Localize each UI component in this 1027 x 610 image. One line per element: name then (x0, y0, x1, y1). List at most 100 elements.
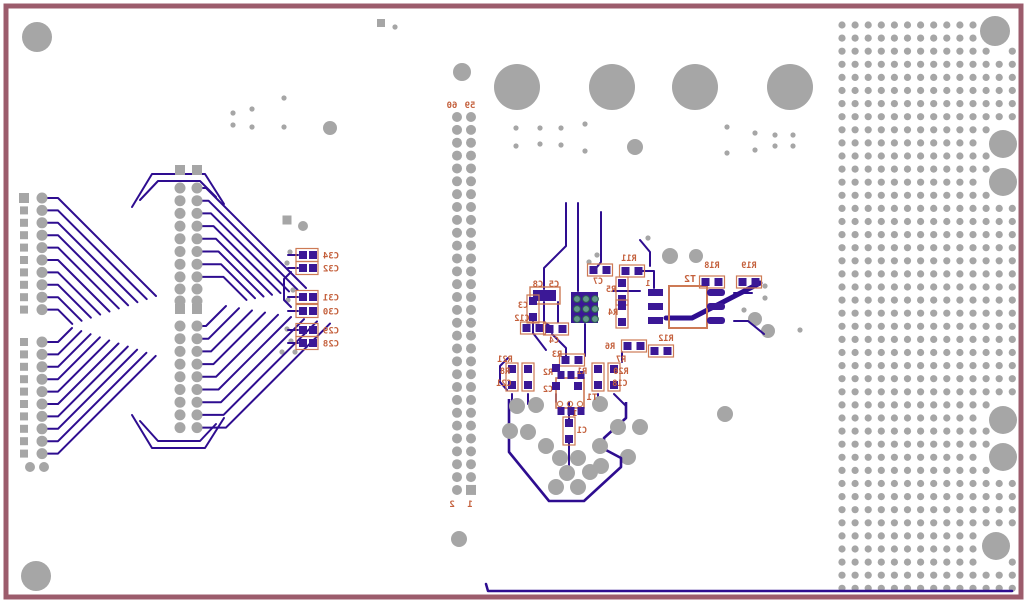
connector-pad (191, 422, 203, 434)
cap-label: C29 (323, 327, 339, 337)
ref-designator-r20: R20 (613, 367, 628, 377)
via (930, 309, 938, 317)
ref-designator-r3: R3 (552, 350, 562, 360)
via (943, 126, 951, 134)
via (930, 388, 938, 396)
via (838, 322, 846, 330)
smd-pad (522, 324, 531, 332)
via (851, 231, 859, 239)
via (903, 519, 912, 527)
connector-pad (175, 304, 185, 314)
via (917, 335, 925, 343)
via (877, 440, 885, 448)
c5-label: C5 (549, 280, 560, 290)
via (838, 73, 846, 81)
via (877, 401, 885, 409)
smd-pad (636, 342, 645, 350)
connector-pad (36, 229, 48, 241)
via (559, 465, 575, 481)
via (982, 100, 990, 108)
header-pad (466, 304, 476, 315)
via (903, 375, 912, 383)
via (903, 217, 912, 226)
via (1008, 322, 1016, 330)
via (877, 21, 885, 29)
via (956, 427, 964, 435)
via (917, 479, 925, 488)
smd-pad (524, 365, 532, 373)
via (890, 453, 899, 461)
via (943, 152, 951, 160)
via (930, 34, 938, 42)
ref-designator-r21: R21 (497, 355, 512, 365)
connector-pad (36, 386, 48, 398)
via (281, 95, 287, 101)
via (864, 401, 872, 409)
via (969, 388, 977, 396)
via (877, 47, 885, 55)
t2-label: T2 (684, 274, 696, 285)
mounting-hole (22, 22, 52, 52)
cap-pad (299, 264, 307, 272)
via (864, 47, 872, 55)
via (943, 571, 951, 579)
via (864, 362, 872, 370)
via (969, 178, 977, 186)
header-pad (452, 394, 462, 405)
via (982, 47, 990, 55)
via (917, 100, 925, 108)
via (538, 438, 554, 454)
via (903, 152, 912, 160)
via (903, 479, 912, 488)
via (851, 519, 859, 527)
via (838, 178, 846, 186)
via (877, 296, 885, 304)
via (174, 295, 186, 307)
cap-label: C30 (323, 308, 339, 318)
thermal-via (582, 305, 590, 313)
via (851, 60, 859, 68)
connector-pad (36, 217, 48, 229)
t1-pin1-marker: 1 (572, 409, 577, 418)
via (982, 86, 990, 95)
via (956, 231, 964, 239)
via (943, 414, 951, 422)
via (864, 519, 872, 527)
connector-pad (174, 220, 186, 232)
via (917, 139, 925, 147)
via (890, 414, 899, 422)
via (917, 191, 925, 199)
thermal-via (573, 315, 581, 323)
via (877, 34, 885, 42)
via (917, 244, 925, 252)
t1-pads (556, 371, 585, 415)
via (903, 440, 912, 448)
via (864, 348, 872, 357)
connector-pad (174, 258, 186, 270)
component-outline (735, 275, 763, 289)
via (956, 479, 964, 488)
fiducial-pad (377, 19, 385, 27)
via (877, 427, 885, 435)
via (917, 375, 925, 383)
connector-pad (36, 435, 48, 447)
connector-pad (36, 204, 48, 216)
via (943, 545, 951, 553)
via (969, 191, 977, 199)
header-pad (466, 266, 476, 277)
via (864, 244, 872, 252)
trace (45, 283, 92, 319)
via (982, 217, 990, 226)
via (230, 110, 236, 116)
via (903, 532, 912, 540)
trace (45, 351, 148, 443)
via (877, 191, 885, 199)
via (1008, 73, 1016, 81)
via (969, 139, 977, 147)
header-pad (466, 202, 476, 213)
connector-pad (174, 246, 186, 257)
c8-body (533, 290, 556, 301)
via (956, 217, 964, 226)
via (877, 466, 885, 474)
trace (198, 263, 256, 300)
